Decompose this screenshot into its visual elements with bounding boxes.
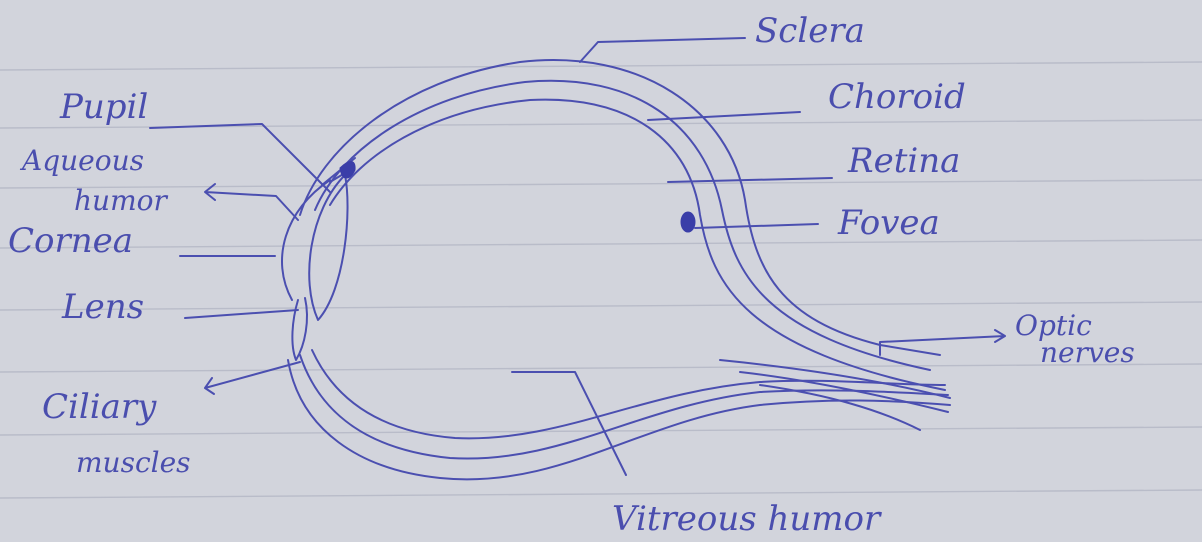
sclera-leader [580,38,745,62]
label-pupil: Pupil [59,87,148,127]
fovea-leader [695,224,818,228]
label-cornea: Cornea [8,221,133,261]
labels: Sclera Choroid Retina Fovea Optic nerves… [8,11,1135,539]
retina-leader [668,178,832,182]
label-retina: Retina [847,141,960,181]
label-lens: Lens [61,287,144,327]
label-vitreous: Vitreous humor [612,499,882,539]
pupil-leader [150,124,330,192]
ciliary-leader [205,362,300,394]
label-sclera: Sclera [755,11,865,51]
optic-leader [880,330,1005,355]
fovea-dot [681,212,695,232]
lens-shape [309,175,347,320]
label-optic-line2: nerves [1040,336,1135,369]
label-choroid: Choroid [828,77,966,117]
label-aqueous-line2: humor [74,184,168,217]
lens-leader [185,310,298,318]
choroid-leader [648,112,800,120]
label-ciliary-line2: muscles [76,446,191,479]
retina-lower [312,350,945,438]
label-fovea: Fovea [837,203,940,243]
label-ciliary-line1: Ciliary [42,387,157,427]
aqueous-leader [205,184,298,220]
label-aqueous-line1: Aqueous [19,144,144,177]
